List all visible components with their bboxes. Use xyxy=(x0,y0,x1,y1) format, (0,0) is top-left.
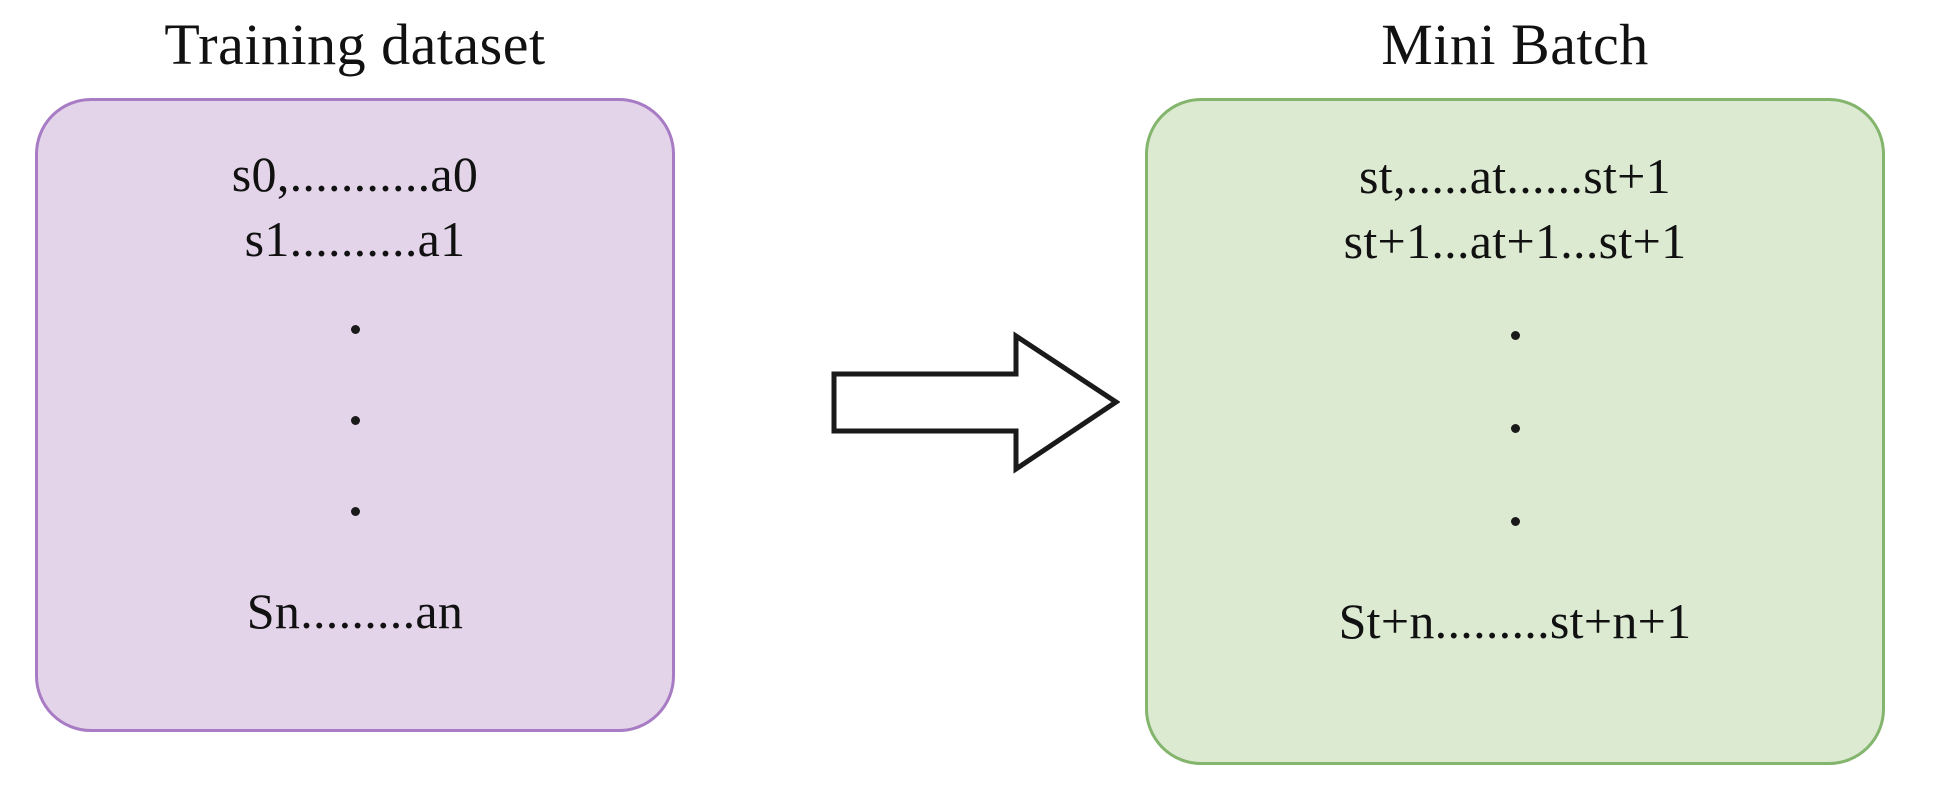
list-item: st,.....at......st+1 xyxy=(1359,148,1671,204)
vertical-ellipsis-icon xyxy=(1510,331,1520,526)
mini-batch-box: st,.....at......st+1 st+1...at+1...st+1 … xyxy=(1145,98,1885,765)
training-dataset-title: Training dataset xyxy=(164,12,546,77)
ellipsis-dot xyxy=(350,416,360,425)
ellipsis-dot xyxy=(350,325,360,334)
list-item: St+n.........st+n+1 xyxy=(1338,593,1692,649)
ellipsis-dot xyxy=(350,507,360,516)
mini-batch-rows: st,.....at......st+1 st+1...at+1...st+1 … xyxy=(1148,101,1882,762)
vertical-ellipsis-icon xyxy=(350,325,360,516)
training-dataset-rows: s0,...........a0 s1..........a1 Sn......… xyxy=(38,101,672,729)
list-item: Sn.........an xyxy=(246,583,464,639)
training-dataset-box: s0,...........a0 s1..........a1 Sn......… xyxy=(35,98,675,732)
ellipsis-dot xyxy=(1510,424,1520,433)
list-item: st+1...at+1...st+1 xyxy=(1343,213,1687,269)
ellipsis-dot xyxy=(1510,517,1520,526)
mini-batch-title: Mini Batch xyxy=(1381,12,1649,77)
block-arrow-right-icon xyxy=(830,330,1120,475)
list-item: s0,...........a0 xyxy=(231,146,479,202)
list-item: s1..........a1 xyxy=(244,211,466,267)
ellipsis-dot xyxy=(1510,331,1520,340)
